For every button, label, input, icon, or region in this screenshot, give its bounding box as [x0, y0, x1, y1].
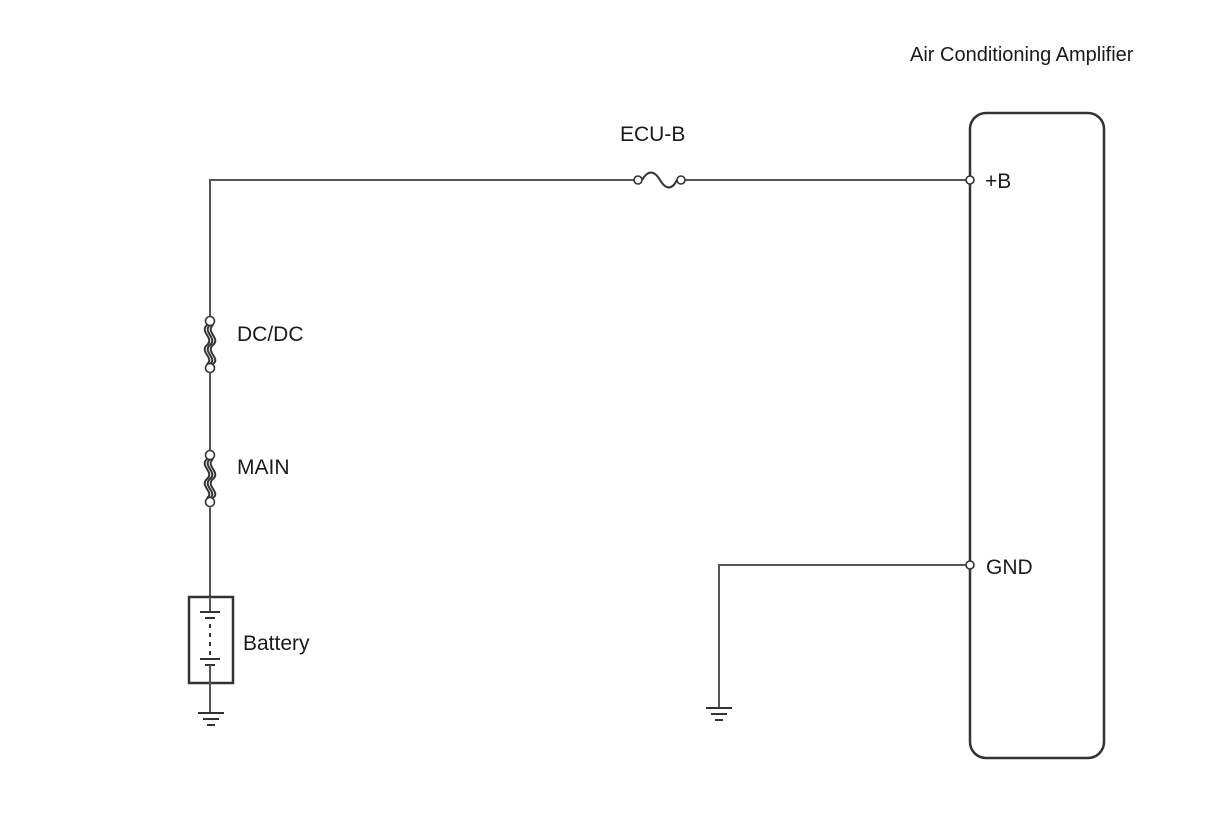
main-label: MAIN	[237, 456, 290, 479]
main-fusible-link	[203, 449, 217, 508]
wire-gnd	[718, 564, 966, 707]
dcdc-label: DC/DC	[237, 323, 304, 346]
amplifier-ground-icon	[706, 707, 732, 721]
pin-gnd-label: GND	[986, 556, 1033, 579]
ecu-b-fuse	[633, 171, 686, 189]
battery-label: Battery	[243, 632, 310, 655]
pin-b-label: +B	[985, 170, 1011, 193]
amplifier-title: Air Conditioning Amplifier	[910, 44, 1134, 66]
battery-symbol	[187, 595, 235, 685]
battery-ground-icon	[198, 712, 224, 726]
dcdc-fusible-link	[203, 315, 217, 374]
wire-top-left	[209, 179, 635, 316]
pin-b-terminal	[965, 175, 975, 185]
amplifier-box	[968, 111, 1106, 760]
ecu-b-label: ECU-B	[620, 123, 685, 146]
pin-gnd-terminal	[965, 560, 975, 570]
